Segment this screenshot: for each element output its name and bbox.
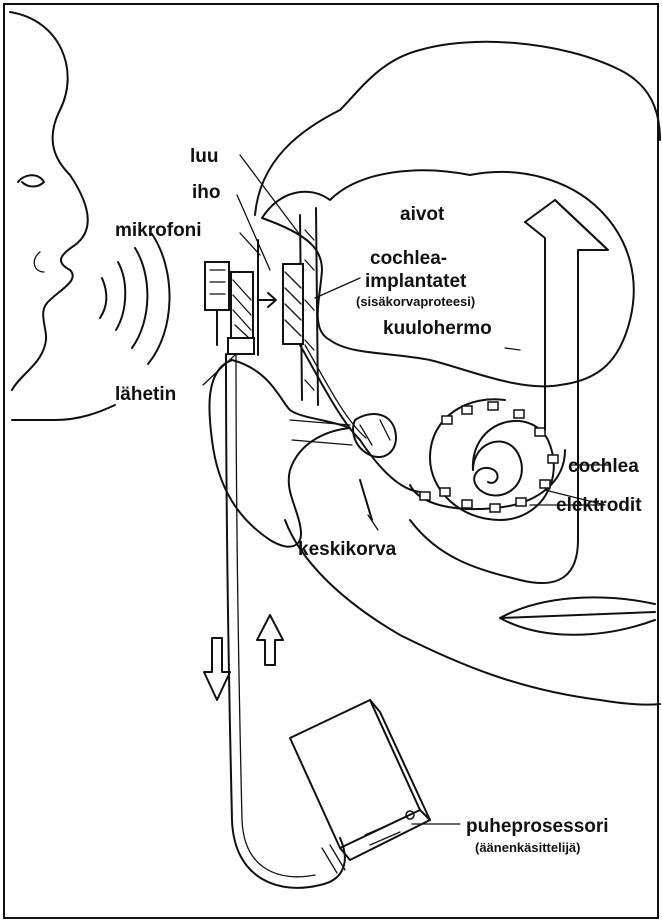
- speech-processor-icon: [290, 700, 430, 873]
- nose-outline: [34, 252, 44, 272]
- middle-ear: [353, 414, 396, 520]
- label-iho: iho: [192, 182, 221, 203]
- label-cochlea: cochlea: [568, 456, 639, 477]
- label-aanenkasittelija: (äänenkäsittelijä): [475, 840, 581, 855]
- diagram-frame: [4, 4, 658, 918]
- label-kuulohermo: kuulohermo: [383, 318, 492, 339]
- label-cochlea-implantatet-line2: implantatet: [365, 271, 467, 292]
- transmitter-icon: [228, 272, 254, 354]
- label-luu: luu: [190, 146, 219, 167]
- ear-canal: [290, 420, 352, 445]
- label-sisakorvaproteesi: (sisäkorvaproteesi): [356, 294, 475, 309]
- chin-outline: [12, 405, 115, 420]
- label-elektrodit: elektrodit: [556, 495, 642, 516]
- microphone-icon: [205, 262, 229, 345]
- signal-arrow: [258, 293, 276, 307]
- label-aivot: aivot: [400, 204, 445, 225]
- eye-icon: [18, 175, 44, 186]
- implant-receiver-icon: [283, 264, 303, 344]
- label-puheprosessori: puheprosessori: [466, 816, 609, 837]
- processor-cable-inner: [236, 354, 315, 877]
- label-lahetin: lähetin: [115, 384, 176, 405]
- face-profile: [10, 12, 88, 390]
- label-mikrofoni: mikrofoni: [115, 220, 202, 241]
- lips-icon: [500, 597, 655, 634]
- data-direction-arrows: [204, 615, 283, 700]
- cochlea-spiral: [410, 399, 565, 520]
- label-keskikorva: keskikorva: [298, 539, 397, 560]
- label-cochlea-implantatet-line1: cochlea-: [370, 248, 447, 269]
- sound-waves: [100, 234, 170, 364]
- head-outline: [255, 42, 660, 215]
